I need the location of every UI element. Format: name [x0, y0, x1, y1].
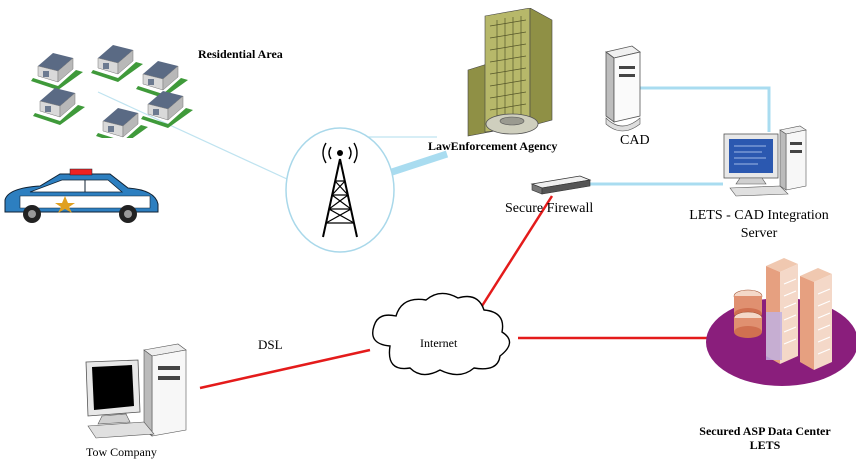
server-icon [605, 45, 641, 132]
workstation-icon [85, 343, 187, 439]
radio-tower-icon [285, 127, 395, 253]
asp-label-line2: LETS [749, 437, 781, 452]
internet-label: Internet [420, 336, 458, 350]
residential-area-label: Residential Area [198, 47, 283, 61]
lets-cad-integration-server-label: LETS - CAD Integration Server [664, 208, 854, 241]
dsl-label: DSL [258, 337, 283, 352]
house-icon [31, 44, 194, 138]
secured-asp-data-center-label: Secured ASP Data Center LETS [670, 425, 856, 451]
cad-to-server-link [638, 86, 771, 132]
lets-server-label-line1: LETS - CAD Integration [689, 208, 829, 223]
tow-company-label: Tow Company [86, 445, 157, 459]
dsl-link [199, 348, 371, 390]
office-building-icon [467, 8, 553, 137]
lets-server-label-line2: Server [740, 225, 778, 241]
datacenter-icon [706, 258, 856, 386]
cad-label: CAD [620, 133, 650, 148]
tower-to-agency-link [390, 150, 449, 176]
secure-firewall-label: Secure Firewall [505, 201, 594, 216]
law-enforcement-agency-label: LawEnforcement Agency [428, 139, 558, 153]
internet-to-firewall-link [480, 195, 554, 307]
wireless-link-residential [97, 91, 301, 186]
firewall-icon [530, 175, 592, 195]
police-car-icon [4, 168, 159, 223]
asp-label-line1: Secured ASP Data Center [699, 424, 831, 438]
workstation-icon [723, 125, 807, 197]
cloud-icon [372, 292, 511, 376]
